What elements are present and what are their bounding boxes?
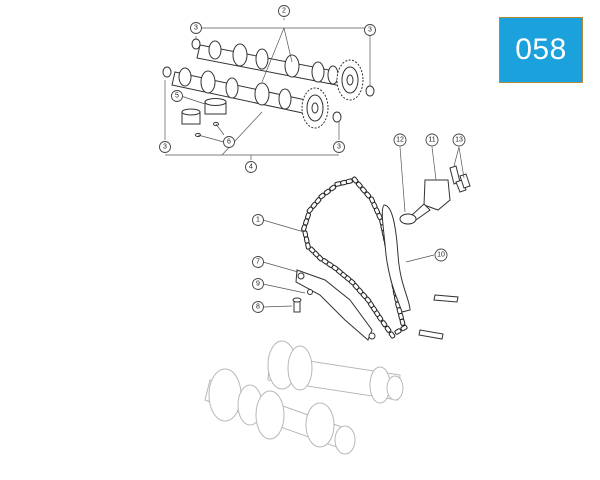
chain-link <box>355 181 363 189</box>
cam-end-caps <box>162 38 375 123</box>
callout-2: 2 <box>278 5 290 17</box>
chain-link <box>303 236 310 244</box>
callout-13-label: 13 <box>455 137 463 144</box>
pivot-pin <box>292 289 313 313</box>
callout-3b: 3 <box>364 24 376 36</box>
callout-6: 6 <box>223 136 235 148</box>
valve-tappets <box>181 98 227 138</box>
callout-7: 7 <box>252 256 264 268</box>
crankshaft <box>204 368 356 455</box>
callout-5: 5 <box>171 90 183 102</box>
callout-3d: 3 <box>333 141 345 153</box>
balancer-shaft <box>267 340 404 404</box>
chain-link <box>345 178 353 185</box>
callout-4-label: 4 <box>249 164 253 171</box>
callout-13: 13 <box>452 133 466 147</box>
callout-5-label: 5 <box>175 93 179 100</box>
chain-link <box>394 328 402 335</box>
callout-7-label: 7 <box>256 259 260 266</box>
callout-8-label: 8 <box>256 304 260 311</box>
callout-11: 11 <box>425 133 439 147</box>
chain-link <box>400 324 408 332</box>
callout-8: 8 <box>252 301 264 313</box>
callout-3a: 3 <box>190 22 202 34</box>
page-number-badge: 058 <box>499 17 583 83</box>
callout-10-label: 10 <box>437 252 445 259</box>
chain-link <box>384 325 392 333</box>
chain-link <box>388 331 396 339</box>
chain-tensioner <box>399 179 451 225</box>
chain-link <box>380 320 388 328</box>
chain-guide-rail <box>381 204 411 313</box>
callout-leaders <box>180 95 465 308</box>
upper-cam-sprocket <box>336 59 364 101</box>
callout-3c-label: 3 <box>163 144 167 151</box>
callout-1: 1 <box>252 214 264 226</box>
chain-link <box>305 212 311 220</box>
chain-link <box>360 186 367 194</box>
page-number-label: 058 <box>515 33 567 66</box>
tensioner-bolts <box>449 165 471 193</box>
callout-9-label: 9 <box>256 281 260 288</box>
callout-2-label: 2 <box>282 8 286 15</box>
callout-9: 9 <box>252 278 264 290</box>
chain-link <box>323 188 331 196</box>
callout-12-label: 12 <box>396 137 404 144</box>
callout-1-label: 1 <box>256 217 260 224</box>
chain-link <box>399 318 406 326</box>
chain-link <box>305 242 311 250</box>
callout-6-label: 6 <box>227 139 231 146</box>
lower-cam-sprocket <box>301 87 329 129</box>
callout-3c: 3 <box>159 141 171 153</box>
tensioner-arm <box>295 269 376 341</box>
callout-3a-label: 3 <box>194 25 198 32</box>
upper-camshaft <box>196 40 356 89</box>
callout-12: 12 <box>393 133 407 147</box>
callout-3d-label: 3 <box>337 144 341 151</box>
callout-3b-label: 3 <box>368 27 372 34</box>
dowel-pins <box>418 294 459 340</box>
callout-4: 4 <box>245 161 257 173</box>
chain-link <box>351 176 359 184</box>
callout-11-label: 11 <box>428 137 435 144</box>
callout-10: 10 <box>434 248 448 262</box>
chain-link <box>318 192 326 200</box>
